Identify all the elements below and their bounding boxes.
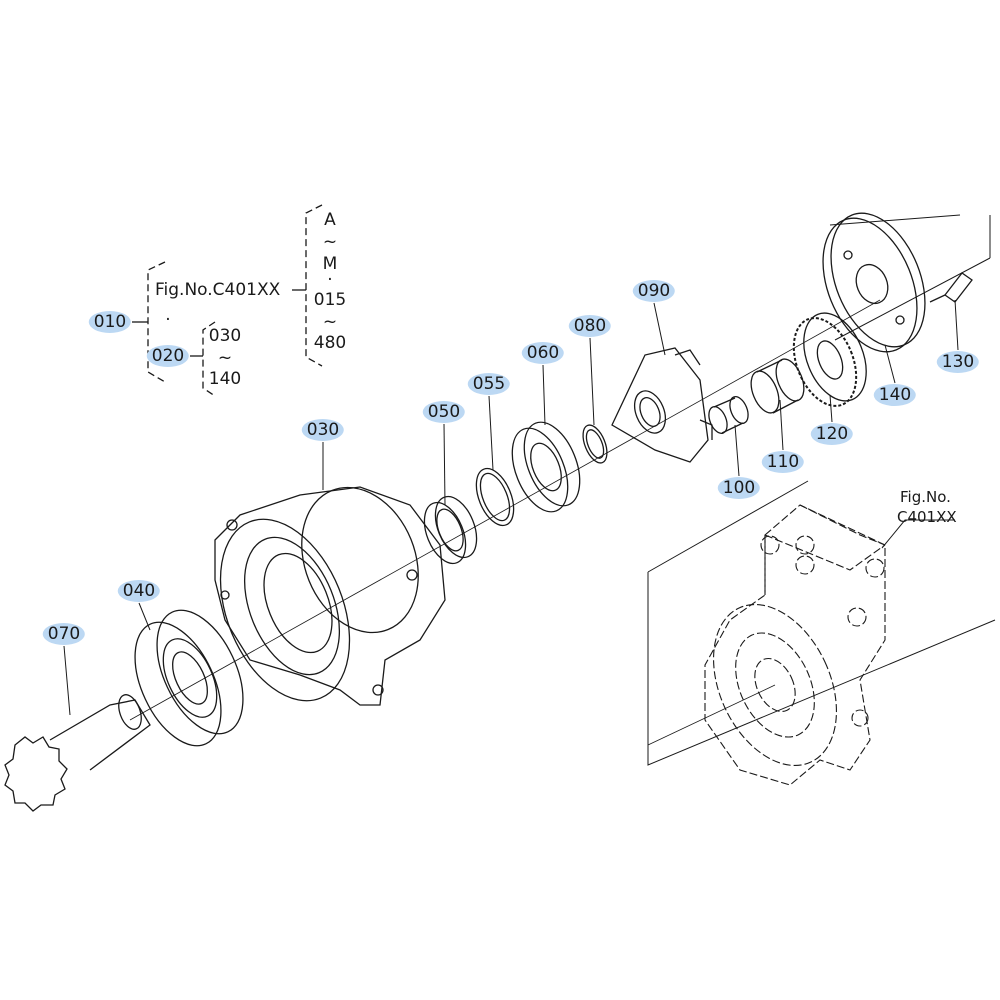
callout-055[interactable]: 055 xyxy=(467,373,511,395)
legend-dot: · xyxy=(165,310,171,330)
callout-040[interactable]: 040 xyxy=(117,580,161,602)
callout-080[interactable]: 080 xyxy=(568,315,612,337)
range-a-item: ~ xyxy=(322,312,338,332)
thrust-plate-140 xyxy=(822,212,926,353)
bearing-040 xyxy=(134,609,244,747)
assembly-axis xyxy=(129,299,881,721)
callout-140[interactable]: 140 xyxy=(873,384,917,406)
callout-020[interactable]: 020 xyxy=(146,345,190,367)
range-a-item: ~ xyxy=(322,232,338,252)
callout-120[interactable]: 120 xyxy=(810,423,854,445)
range-b-item: 140 xyxy=(208,369,242,389)
callout-090[interactable]: 090 xyxy=(632,280,676,302)
motor-body-inset xyxy=(704,504,886,786)
legend-fig-no: Fig.No.C401XX xyxy=(155,280,281,300)
housing-030 xyxy=(214,486,446,706)
range-b-item: ~ xyxy=(217,348,233,368)
pinion-gear-070 xyxy=(4,694,151,812)
callout-030[interactable]: 030 xyxy=(301,419,345,441)
inset-axis xyxy=(647,684,776,746)
bearing-060 xyxy=(511,421,581,513)
callout-050[interactable]: 050 xyxy=(422,401,466,423)
needle-bearing-110 xyxy=(750,358,805,414)
callout-110[interactable]: 110 xyxy=(761,451,805,473)
range-a-item: M xyxy=(322,254,338,274)
callout-070[interactable]: 070 xyxy=(42,623,86,645)
range-a-item: 015 xyxy=(313,290,347,310)
range-b-item: 030 xyxy=(208,326,242,346)
callout-leaders xyxy=(63,299,959,716)
legend-ticks xyxy=(132,289,306,357)
cover-plate-090 xyxy=(611,347,713,463)
legend-brackets xyxy=(147,204,323,397)
inset-fig-no-line1: Fig.No. xyxy=(900,488,951,506)
callout-060[interactable]: 060 xyxy=(521,342,565,364)
bolt-130 xyxy=(929,272,973,303)
inset-fig-no-line2: C401XX xyxy=(897,508,957,526)
gear-120 xyxy=(792,312,867,407)
range-a-item: A xyxy=(324,210,336,230)
detail-panel-upper xyxy=(829,214,991,341)
oil-seal-050 xyxy=(423,495,478,565)
range-a-item: · xyxy=(327,270,333,290)
snap-ring-055 xyxy=(475,467,515,527)
bushing-100 xyxy=(708,396,749,434)
callout-010[interactable]: 010 xyxy=(88,311,132,333)
callout-100[interactable]: 100 xyxy=(717,477,761,499)
callout-130[interactable]: 130 xyxy=(936,351,980,373)
snap-ring-080 xyxy=(582,424,608,464)
inset-leader xyxy=(881,519,955,549)
detail-panel-inset xyxy=(647,480,996,766)
range-a-item: 480 xyxy=(313,333,347,353)
